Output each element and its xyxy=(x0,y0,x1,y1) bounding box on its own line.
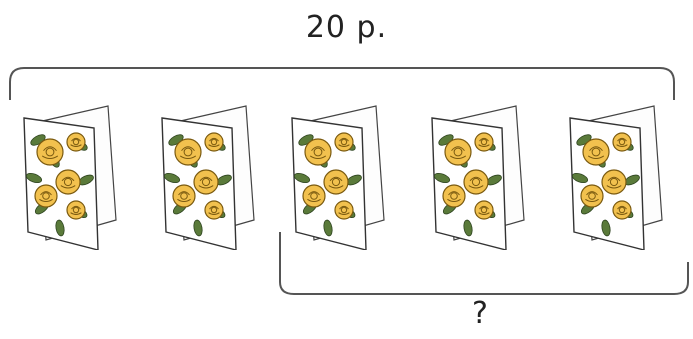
rose-card-picture xyxy=(20,100,130,250)
top-bracket xyxy=(10,68,674,100)
greeting-card-3 xyxy=(288,100,398,250)
greeting-card-1 xyxy=(20,100,130,250)
greeting-card-4 xyxy=(428,100,538,250)
rose-card-picture xyxy=(566,100,676,250)
greeting-card-5 xyxy=(566,100,676,250)
rose-card-picture xyxy=(158,100,268,250)
rose-card-picture xyxy=(288,100,398,250)
unknown-price-label: ? xyxy=(430,296,530,331)
rose-card-picture xyxy=(428,100,538,250)
greeting-card-2 xyxy=(158,100,268,250)
